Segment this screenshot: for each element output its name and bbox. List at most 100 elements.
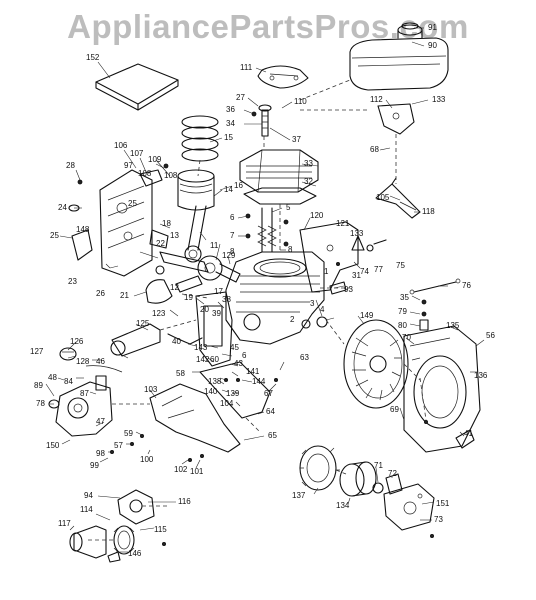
callout-25b: 25 [50,231,59,240]
callout-146: 146 [128,549,142,558]
part-muffler [59,323,161,361]
part-cylinder-head [239,149,319,193]
callout-18: 18 [162,219,171,228]
part-breather [301,281,347,329]
callout-90: 90 [428,41,437,50]
callout-24: 24 [58,203,67,212]
part-camshaft [155,265,203,293]
part-fuel-tank [349,22,449,91]
callout-74: 74 [360,267,369,276]
callout-8a: 8 [230,247,235,256]
callout-123: 123 [152,309,166,318]
callout-89: 89 [34,381,43,390]
callout-13: 13 [170,231,179,240]
callout-140: 140 [204,387,218,396]
callout-21: 21 [120,291,129,300]
part-piston [177,169,215,211]
callout-8b: 8 [288,245,293,254]
callout-47: 47 [96,417,105,426]
callout-129: 129 [222,251,236,260]
part-crankshaft [159,251,241,283]
callout-115: 115 [154,525,167,534]
callout-labels: 91 90 152 111 27 36 34 110 112 133 15 37… [30,23,495,558]
part-fuel-line [85,333,203,373]
part-valve-assembly [245,207,289,253]
part-clip-146 [107,551,121,563]
callout-111: 111 [240,63,253,72]
callout-101: 101 [190,467,204,476]
callout-100: 100 [140,455,154,464]
callout-48: 48 [48,373,57,382]
callout-45: 45 [230,343,239,352]
callout-72: 72 [388,469,397,478]
part-crankcase-cover [195,291,233,367]
callout-76: 76 [462,281,471,290]
callout-17: 17 [214,287,223,296]
callout-149: 149 [360,311,374,320]
callout-70: 70 [402,333,411,342]
callout-12: 12 [170,283,179,292]
part-head-gasket [243,187,317,205]
callout-128: 128 [76,357,90,366]
part-bearing [149,229,169,249]
callout-77: 77 [374,265,383,274]
callout-116: 116 [178,497,191,506]
callout-105: 105 [376,193,390,202]
callout-75: 75 [396,261,405,270]
callout-32: 32 [304,177,313,186]
callout-126: 126 [70,337,84,346]
part-air-filter-pad [95,63,179,111]
part-engine-base [149,361,271,453]
callout-84: 84 [64,377,73,386]
part-head-bolts [251,104,272,137]
callout-117: 117 [58,519,71,528]
callout-27: 27 [236,93,245,102]
part-pulley [372,473,403,495]
callout-6a: 6 [230,213,235,222]
part-governor [139,159,171,187]
part-gear [145,279,173,304]
callout-31: 31 [352,271,361,280]
callout-97: 97 [124,161,133,170]
callout-133b: 133 [350,229,364,238]
callout-79: 79 [398,307,407,316]
callout-125: 125 [136,319,150,328]
callout-65: 65 [268,431,277,440]
callout-109: 109 [148,155,162,164]
part-starter-handle [455,429,475,449]
callout-2: 2 [290,315,295,324]
callout-15: 15 [224,133,233,142]
part-air-cleaner [69,525,135,559]
part-side-cover [99,169,153,277]
callout-1: 1 [324,267,329,276]
callout-134: 134 [336,501,350,510]
callout-60: 60 [210,355,219,364]
callout-33: 33 [304,159,313,168]
callout-93: 93 [344,285,353,294]
part-choke-rod [409,278,461,295]
callout-144: 144 [252,377,266,386]
callout-3: 3 [310,299,315,308]
callout-14: 14 [224,185,233,194]
part-cylinder-baffle [299,221,359,293]
callout-19: 19 [184,293,193,302]
callout-40: 40 [172,337,181,346]
callout-148: 148 [76,225,90,234]
callout-108a: 108 [138,169,152,178]
part-fasteners [110,261,434,547]
part-clip-148 [71,229,93,261]
callout-102: 102 [174,465,188,474]
callout-114: 114 [80,505,93,514]
callout-39: 39 [212,309,221,318]
callout-138: 138 [208,377,222,386]
callout-133a: 133 [432,95,446,104]
callout-73: 73 [434,515,443,524]
callout-69: 69 [390,405,399,414]
part-flywheel [343,319,409,409]
callout-38: 38 [222,295,231,304]
callout-71: 71 [374,461,383,470]
part-carburetor [48,375,113,437]
callout-87: 87 [80,389,89,398]
callout-11: 11 [210,241,219,250]
